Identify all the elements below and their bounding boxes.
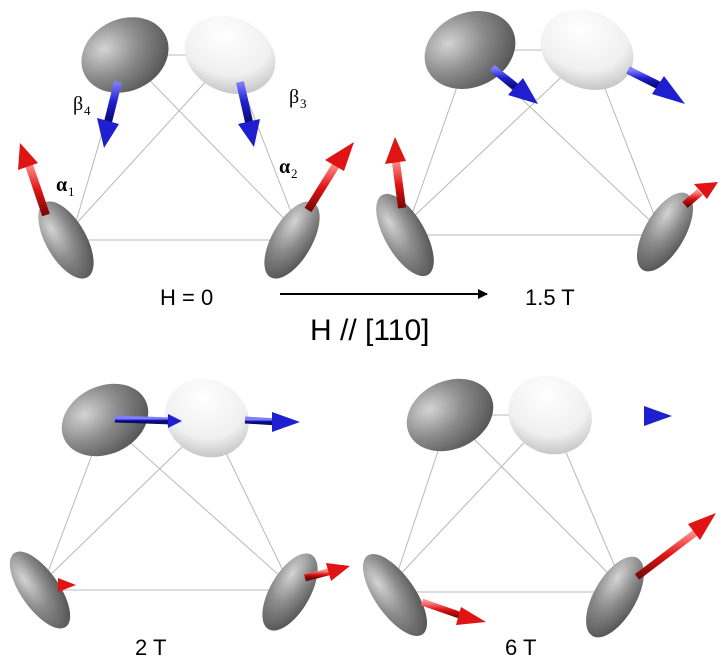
alpha1-moment-arrow	[58, 578, 76, 592]
alpha1-moment-arrow	[385, 137, 406, 209]
beta4-ellipsoid	[81, 17, 169, 93]
field-direction: H // [110]	[280, 289, 488, 347]
label-beta3-index: 3	[300, 96, 307, 111]
beta3-ellipsoid	[508, 375, 592, 455]
beta4-moment-arrow	[489, 64, 538, 104]
field-label-h0: H = 0	[160, 285, 213, 310]
alpha2-ellipsoid	[262, 553, 318, 631]
beta3-moment-arrow	[244, 412, 300, 432]
field-label-6t: 6 T	[505, 635, 536, 660]
beta3-ellipsoid	[540, 10, 634, 90]
beta3-ellipsoid	[184, 16, 276, 94]
alpha2-ellipsoid	[586, 556, 644, 638]
label-beta4: β 4	[73, 93, 91, 118]
alpha2-moment-arrow	[304, 563, 350, 582]
label-alpha2: α 2	[279, 156, 298, 181]
beta3-ellipsoid	[165, 378, 249, 458]
panel-h0: β 4 β 3 α 1 α 2 H = 0	[18, 16, 354, 310]
alpha1-moment-arrow	[420, 598, 486, 625]
beta3-moment-arrow	[626, 66, 685, 104]
panel-1-5t: 1.5 T	[376, 10, 718, 310]
label-alpha1-index: 1	[68, 184, 75, 199]
label-alpha2-index: 2	[291, 166, 298, 181]
alpha1-ellipsoid	[38, 201, 94, 279]
beta4-ellipsoid	[61, 383, 149, 457]
alpha2-moment-arrow	[634, 513, 716, 580]
alpha2-moment-arrow	[304, 142, 354, 213]
label-beta3: β 3	[289, 86, 307, 111]
beta3-moment-arrow	[585, 406, 672, 426]
label-beta4-index: 4	[84, 103, 91, 118]
alpha2-moment-arrow	[682, 182, 718, 209]
field-label-2t: 2 T	[135, 635, 166, 660]
field-label-1-5t: 1.5 T	[525, 285, 575, 310]
alpha1-ellipsoid	[9, 551, 71, 629]
beta4-moment-arrow	[114, 414, 182, 428]
alpha1-ellipsoid	[376, 193, 434, 277]
alpha1-moment-arrow	[18, 143, 50, 217]
alpha1-ellipsoid	[362, 554, 428, 636]
label-beta3-symbol: β	[289, 86, 299, 108]
beta3-moment-arrow	[236, 81, 260, 147]
label-alpha2-symbol: α	[279, 156, 290, 178]
beta4-ellipsoid	[406, 378, 494, 452]
field-direction-label: H // [110]	[310, 314, 430, 347]
alpha2-ellipsoid	[264, 201, 320, 279]
label-alpha1: α 1	[56, 174, 75, 199]
label-alpha1-symbol: α	[56, 174, 67, 196]
panel-2t: 2 T	[9, 378, 350, 660]
alpha2-ellipsoid	[637, 192, 693, 272]
beta4-moment-arrow	[97, 81, 122, 148]
panel-6t: 6 T	[362, 375, 716, 660]
label-beta4-symbol: β	[73, 93, 83, 115]
